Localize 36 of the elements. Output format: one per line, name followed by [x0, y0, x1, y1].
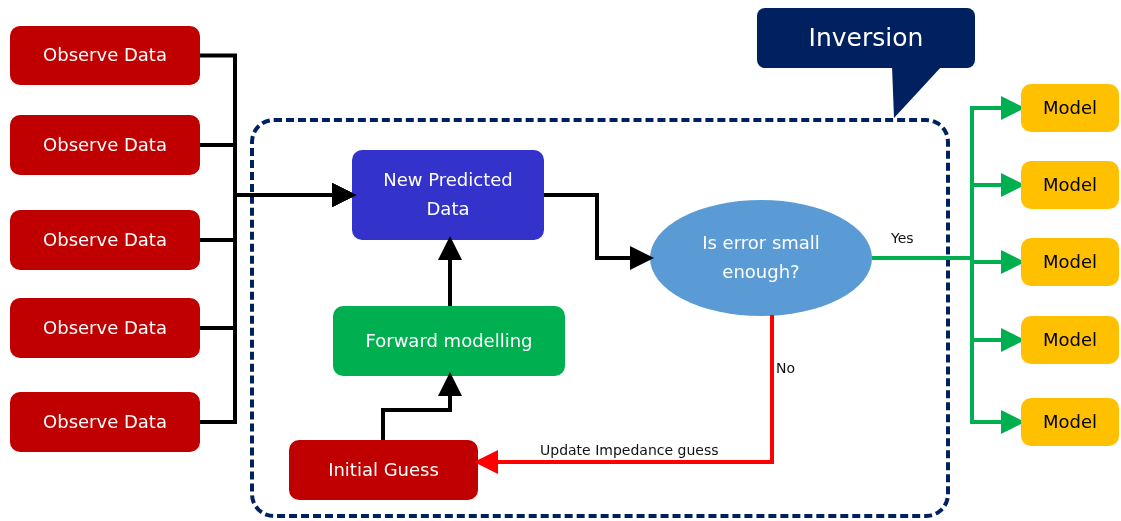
decision-ellipse — [650, 200, 872, 316]
node-label: Observe Data — [43, 43, 167, 68]
process-box — [289, 440, 478, 500]
note-label: Update Impedance guess — [538, 442, 721, 458]
edge-label: No — [774, 360, 798, 376]
process-box — [10, 115, 200, 175]
output-box — [1021, 161, 1119, 209]
node-label: Model — [1042, 172, 1097, 197]
node-label: Observe Data — [43, 132, 167, 157]
node-label: Is error small enough? — [701, 231, 821, 284]
process-box — [10, 298, 200, 358]
output-box — [1021, 238, 1119, 286]
output-box — [1021, 398, 1119, 446]
node-label: Observe Data — [43, 227, 167, 252]
process-box — [10, 210, 200, 270]
node-label: Observe Data — [43, 409, 167, 434]
arrow — [381, 372, 462, 440]
arrow — [438, 236, 462, 306]
node-label: Model — [1042, 95, 1097, 120]
arrow — [544, 193, 654, 270]
node-label: Model — [1042, 249, 1097, 274]
output-box — [1021, 84, 1119, 132]
edge-label: Yes — [889, 230, 916, 246]
node-label: Observe Data — [43, 315, 167, 340]
process-box — [10, 392, 200, 452]
arrow — [474, 315, 774, 474]
node-label: Model — [1042, 327, 1097, 352]
arrow — [200, 183, 356, 424]
node-label: Forward modelling — [365, 328, 533, 353]
node-label: Model — [1042, 409, 1097, 434]
process-box — [10, 26, 200, 85]
node-label: New Predicted Data — [382, 168, 514, 221]
process-box — [352, 150, 544, 240]
process-box — [333, 306, 565, 376]
output-box — [1021, 316, 1119, 364]
node-label: Initial Guess — [328, 457, 439, 482]
